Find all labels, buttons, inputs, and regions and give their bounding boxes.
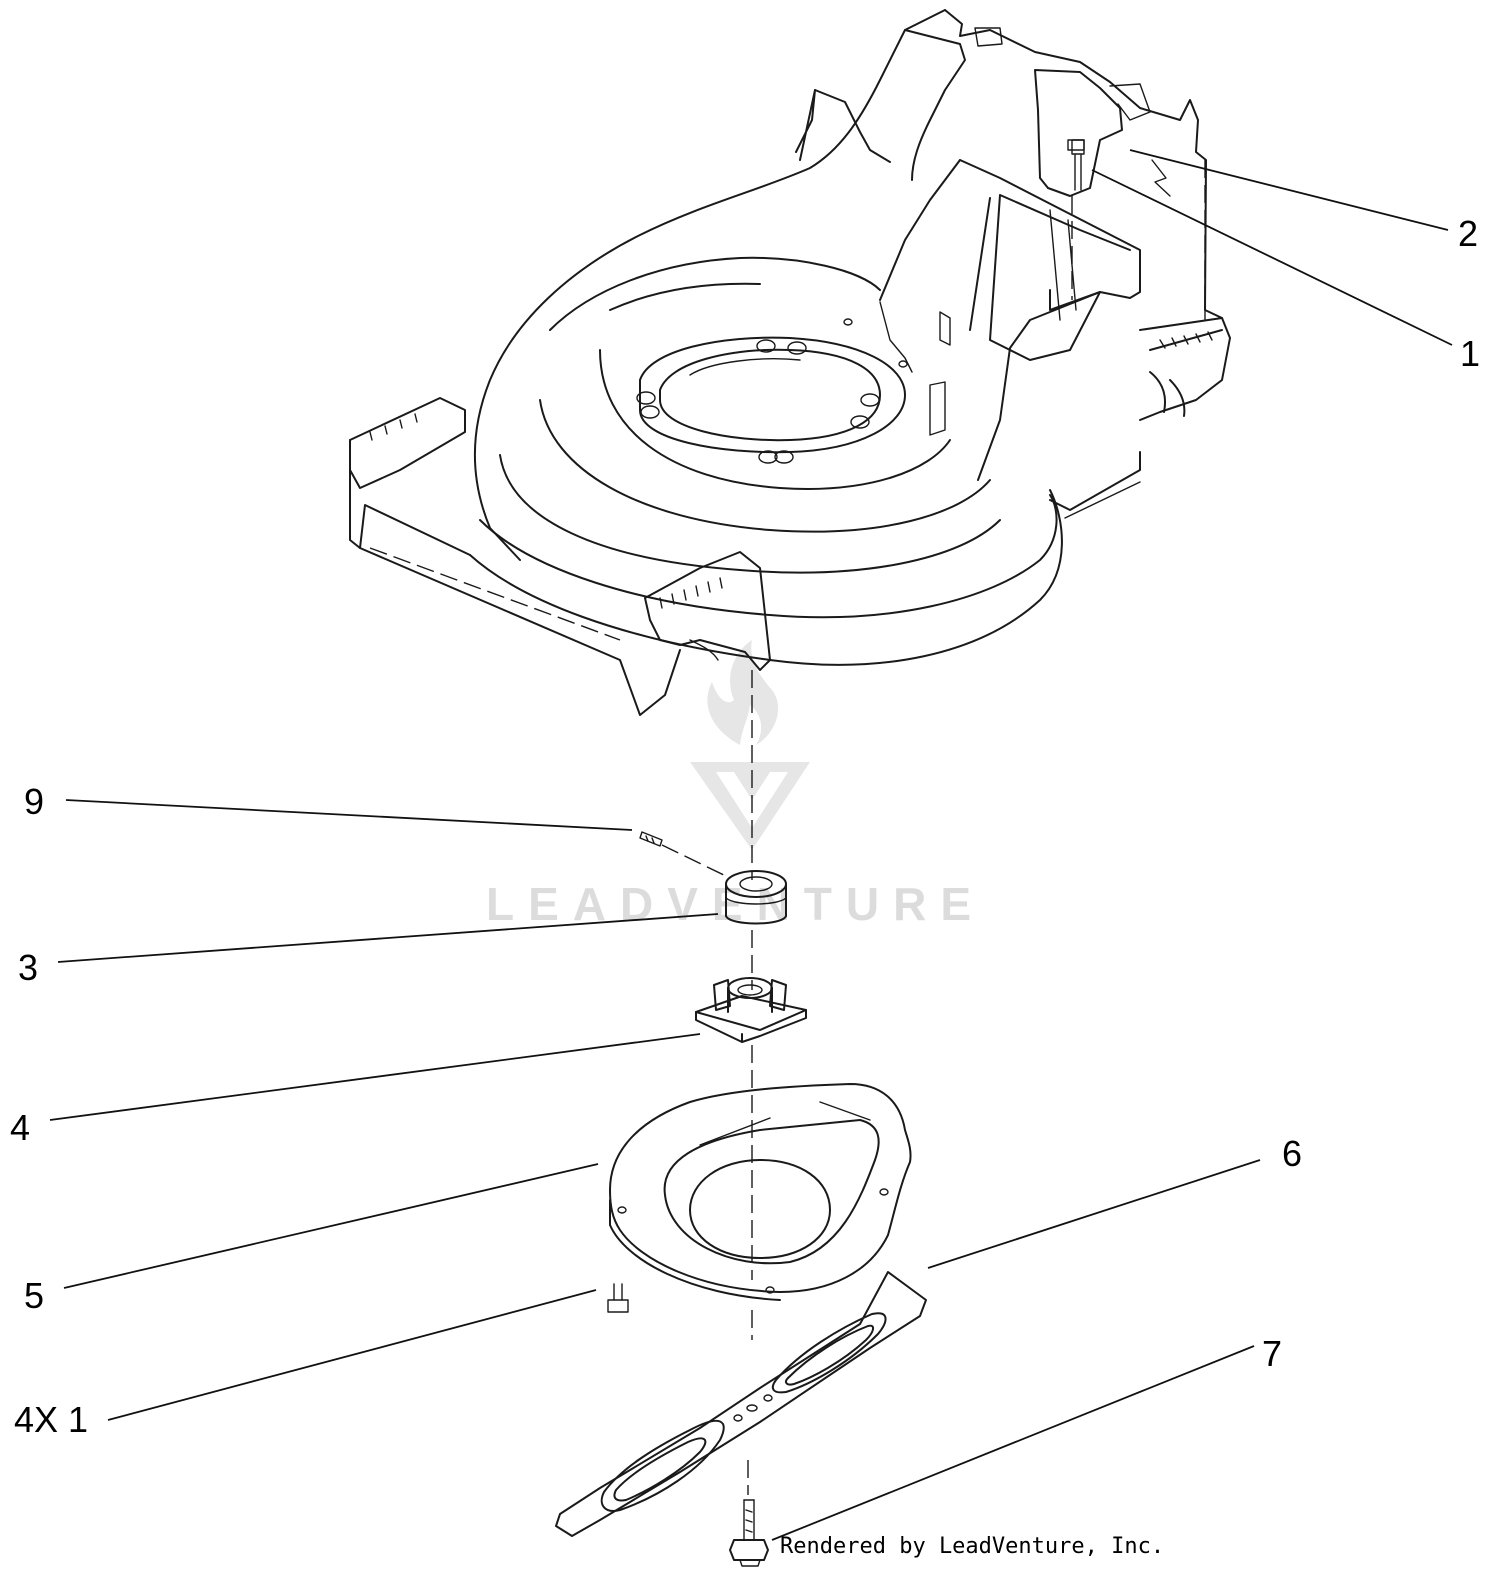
blade bbox=[555, 1271, 927, 1537]
render-credit: Rendered by LeadVenture, Inc. bbox=[780, 1534, 1164, 1559]
leader-4 bbox=[49, 1033, 701, 1121]
blade-bolt bbox=[729, 1499, 769, 1567]
set-screw-axis bbox=[661, 844, 731, 879]
mower-deck bbox=[349, 9, 1231, 716]
v-logo-icon bbox=[690, 762, 810, 850]
flame-icon bbox=[707, 640, 779, 745]
leader-4x1 bbox=[107, 1289, 597, 1421]
leadventure-watermark: LEADVENTURE bbox=[486, 640, 985, 930]
watermark-text: LEADVENTURE bbox=[486, 878, 985, 930]
callout-9: 9 bbox=[24, 781, 44, 822]
leader-1 bbox=[1091, 169, 1453, 346]
housing-bolt bbox=[1067, 139, 1085, 151]
baffle-bolt bbox=[607, 1283, 629, 1313]
leader-lines bbox=[49, 149, 1453, 1541]
center-axis bbox=[747, 670, 753, 1495]
callout-1: 1 bbox=[1460, 333, 1480, 374]
bearing bbox=[725, 870, 787, 925]
set-screw bbox=[639, 831, 663, 847]
leader-5 bbox=[63, 1163, 599, 1289]
callout-4x1: 4X 1 bbox=[14, 1399, 88, 1440]
bearing-housing bbox=[695, 977, 807, 1043]
callout-labels: 2 1 9 3 4 5 4X 1 6 7 bbox=[10, 213, 1480, 1440]
baffle-plate bbox=[609, 1083, 912, 1301]
callout-4: 4 bbox=[10, 1107, 30, 1148]
leader-7 bbox=[771, 1345, 1255, 1541]
leader-3 bbox=[57, 913, 719, 963]
callout-7: 7 bbox=[1262, 1333, 1282, 1374]
leader-6 bbox=[927, 1159, 1261, 1269]
leader-2 bbox=[1129, 149, 1449, 231]
callout-6: 6 bbox=[1282, 1133, 1302, 1174]
callout-5: 5 bbox=[24, 1275, 44, 1316]
callout-2: 2 bbox=[1458, 213, 1478, 254]
callout-3: 3 bbox=[18, 947, 38, 988]
leader-9 bbox=[65, 799, 633, 831]
